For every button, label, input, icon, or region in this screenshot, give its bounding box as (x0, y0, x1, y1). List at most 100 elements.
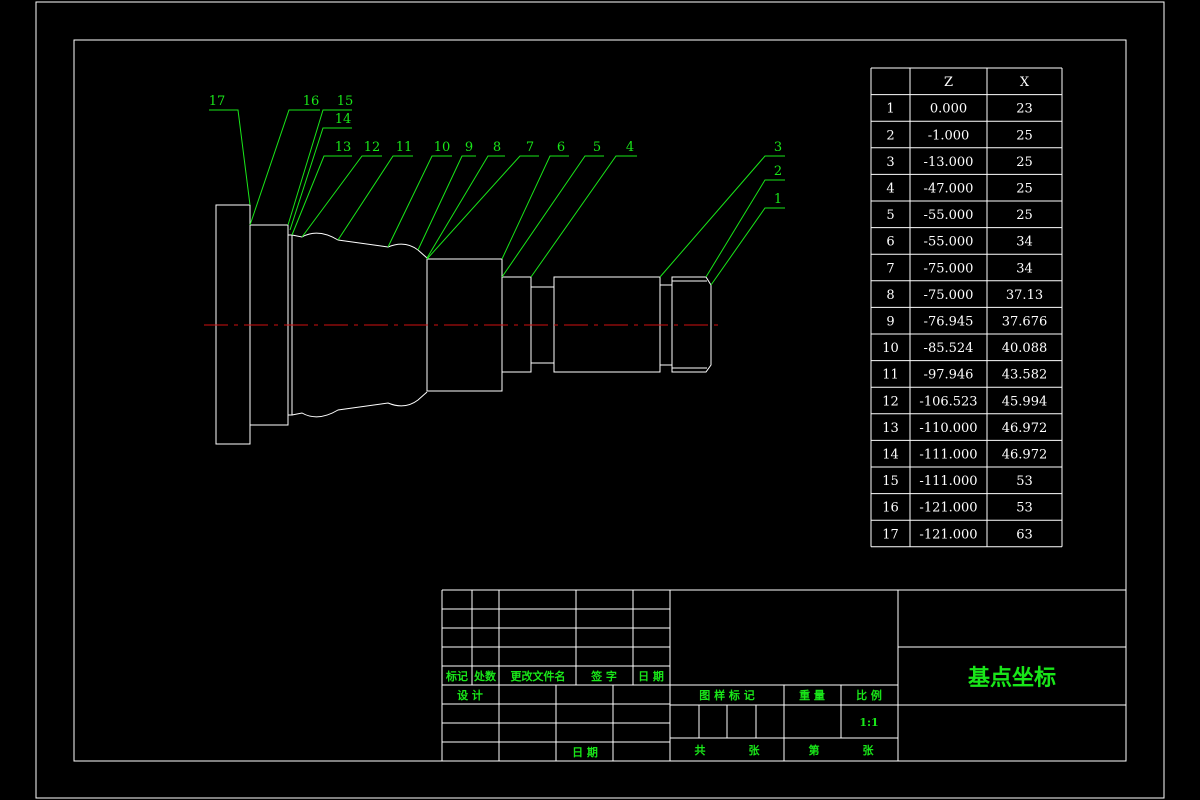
leader-number-7: 7 (526, 140, 534, 155)
outer-frame (35, 1, 1165, 799)
table-cell-z: -75.000 (924, 261, 974, 276)
tb-mark-label: 标记 (445, 669, 468, 683)
table-cell-point-id: 3 (886, 155, 894, 170)
table-cell-point-id: 1 (886, 102, 894, 117)
leader-line-13 (291, 155, 352, 236)
table-cell-point-id: 11 (882, 368, 899, 383)
leader-line-9 (417, 155, 476, 251)
tb-sheet-no-label: 第 (809, 743, 820, 757)
table-cell-z: -13.000 (924, 155, 974, 170)
leader-line-4 (530, 155, 637, 278)
table-cell-x: 34 (1016, 235, 1033, 250)
table-cell-x: 23 (1016, 102, 1033, 117)
table-cell-z: -47.000 (924, 181, 974, 196)
table-cell-z: -55.000 (924, 235, 974, 250)
leader-number-6: 6 (557, 140, 565, 155)
table-cell-point-id: 2 (886, 128, 894, 143)
leader-line-11 (337, 155, 413, 241)
table-cell-z: -75.000 (924, 288, 974, 303)
leader-number-17: 17 (209, 94, 226, 109)
table-cell-z: -85.524 (924, 341, 974, 356)
tb-sheet-total-label: 共 (695, 743, 706, 757)
table-cell-x: 40.088 (1002, 341, 1048, 356)
tb-design-label: 设 计 (457, 688, 483, 702)
table-cell-x: 25 (1016, 128, 1033, 143)
table-cell-point-id: 14 (882, 447, 899, 462)
table-cell-z: -121.000 (919, 501, 977, 516)
table-cell-point-id: 16 (882, 501, 899, 516)
table-cell-x: 53 (1016, 501, 1033, 516)
leader-number-12: 12 (364, 140, 381, 155)
table-cell-x: 25 (1016, 181, 1033, 196)
leader-line-12 (301, 155, 382, 238)
table-cell-point-id: 13 (882, 421, 899, 436)
leader-line-16 (249, 109, 320, 226)
coordinate-table: Z X 1 0.000 23 2 -1.000 25 3 -13.000 25 4 -47.000 25 5… (870, 67, 1063, 548)
leader-line-8 (426, 155, 505, 259)
tb-stage-mark-label: 图 样 标 记 (699, 688, 755, 702)
table-cell-z: -55.000 (924, 208, 974, 223)
leader-line-6 (501, 155, 569, 260)
leader-number-8: 8 (493, 140, 501, 155)
leader-number-2: 2 (774, 164, 782, 179)
tb-sheet-unit-label: 张 (749, 743, 761, 757)
tb-sheet-unit-label-2: 张 (863, 743, 875, 757)
tb-scale-label: 比 例 (856, 688, 882, 702)
table-cell-point-id: 8 (886, 288, 894, 303)
table-cell-x: 25 (1016, 155, 1033, 170)
table-cell-point-id: 9 (886, 314, 894, 329)
leader-line-3 (659, 155, 785, 278)
table-cell-point-id: 12 (882, 394, 899, 409)
leader-number-5: 5 (593, 140, 601, 155)
table-cell-z: -121.000 (919, 527, 977, 542)
leader-line-1 (710, 207, 785, 286)
leader-line-10 (387, 155, 452, 248)
leader-number-15: 15 (337, 94, 354, 109)
leader-line-7 (426, 155, 539, 260)
leader-line-15 (287, 109, 352, 226)
table-cell-x: 34 (1016, 261, 1033, 276)
leader-number-10: 10 (434, 140, 451, 155)
leader-lines (209, 109, 785, 286)
tb-date-label: 日 期 (638, 669, 664, 683)
table-cell-point-id: 10 (882, 341, 899, 356)
table-cell-point-id: 17 (882, 527, 899, 542)
table-cell-x: 25 (1016, 208, 1033, 223)
tb-count-label: 处数 (473, 669, 497, 683)
tb-signature-label: 签 字 (590, 669, 617, 683)
table-cell-z: -76.945 (924, 314, 974, 329)
table-cell-z: -111.000 (919, 474, 977, 489)
table-cell-z: -110.000 (919, 421, 977, 436)
table-cell-z: -111.000 (919, 447, 977, 462)
leader-number-3: 3 (774, 140, 782, 155)
table-header-x: X (1020, 75, 1030, 90)
arc-profile-top (291, 232, 428, 259)
leader-number-4: 4 (626, 140, 634, 155)
tb-change-doc-label: 更改文件名 (511, 669, 566, 683)
table-cell-z: -97.946 (924, 368, 974, 383)
leader-line-2 (705, 179, 785, 278)
leader-line-17 (209, 109, 251, 206)
arc-profile-bottom (291, 391, 428, 418)
table-cell-z: -1.000 (928, 128, 970, 143)
table-cell-z: -106.523 (919, 394, 977, 409)
table-cell-point-id: 7 (886, 261, 894, 276)
leader-number-9: 9 (465, 140, 473, 155)
table-cell-z: 0.000 (930, 102, 967, 117)
tb-scale-value: 1:1 (859, 716, 878, 729)
table-cell-point-id: 15 (882, 474, 899, 489)
table-cell-x: 63 (1016, 527, 1033, 542)
table-header-z: Z (944, 75, 953, 90)
inner-frame (73, 39, 1127, 762)
table-cell-x: 43.582 (1002, 368, 1048, 383)
table-cell-point-id: 4 (886, 181, 894, 196)
table-cell-point-id: 6 (886, 235, 894, 250)
table-cell-x: 37.13 (1006, 288, 1043, 303)
drawing-frames (35, 1, 1165, 799)
leader-number-13: 13 (335, 140, 352, 155)
leader-number-16: 16 (303, 94, 320, 109)
table-cell-x: 53 (1016, 474, 1033, 489)
table-cell-x: 46.972 (1002, 421, 1048, 436)
